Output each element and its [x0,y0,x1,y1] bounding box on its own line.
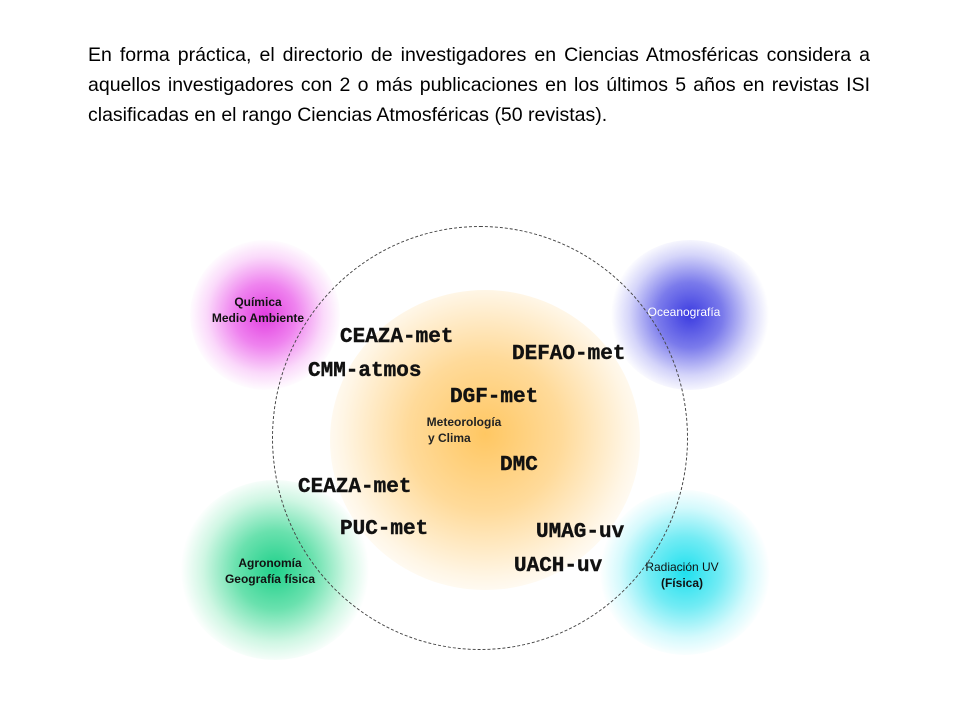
group-dmc: DMC [500,454,538,477]
atmospheric-sciences-circle [272,226,688,650]
quimica-label: Química Medio Ambiente [211,295,305,325]
group-ceaza-met-bottom: CEAZA-met [298,476,412,499]
radiacion-label: Radiación UV (Física) [645,560,719,590]
group-defao-met: DEFAO-met [512,343,626,366]
intro-paragraph: En forma práctica, el directorio de inve… [88,44,870,126]
agronomia-label: Agronomía Geografía física [224,556,316,586]
group-cmm-atmos: CMM-atmos [308,360,422,383]
group-ceaza-met-top: CEAZA-met [340,326,454,349]
group-dgf-met: DGF-met [450,386,539,409]
group-puc-met: PUC-met [340,518,429,541]
oceanografia-label: Oceanografía [647,305,721,319]
group-uach-uv: UACH-uv [514,555,603,578]
meteorologia-label: Meteorología y Clima [426,415,502,445]
group-umag-uv: UMAG-uv [536,521,625,544]
